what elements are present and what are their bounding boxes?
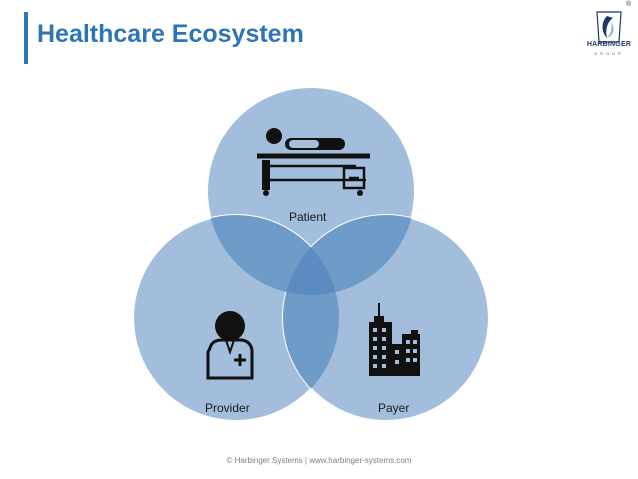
patient-provider-overlap [207, 215, 339, 295]
logo-name: HARBINGER [586, 41, 632, 48]
title-accent-bar [24, 12, 28, 64]
patient-label: Patient [289, 210, 327, 224]
buildings-icon [369, 303, 420, 376]
hospital-bed-icon [257, 128, 370, 196]
doctor-icon [206, 311, 254, 380]
page-title: Healthcare Ecosystem [37, 20, 304, 48]
harbinger-logo-icon [596, 11, 622, 43]
registered-mark: ® [626, 1, 632, 8]
logo-subtitle: GROUP [594, 51, 624, 56]
footer-copyright: © Harbinger Systems | www.harbinger-syst… [226, 456, 412, 465]
provider-label: Provider [205, 401, 250, 415]
payer-label: Payer [378, 401, 410, 415]
patient-payer-overlap [283, 215, 415, 295]
